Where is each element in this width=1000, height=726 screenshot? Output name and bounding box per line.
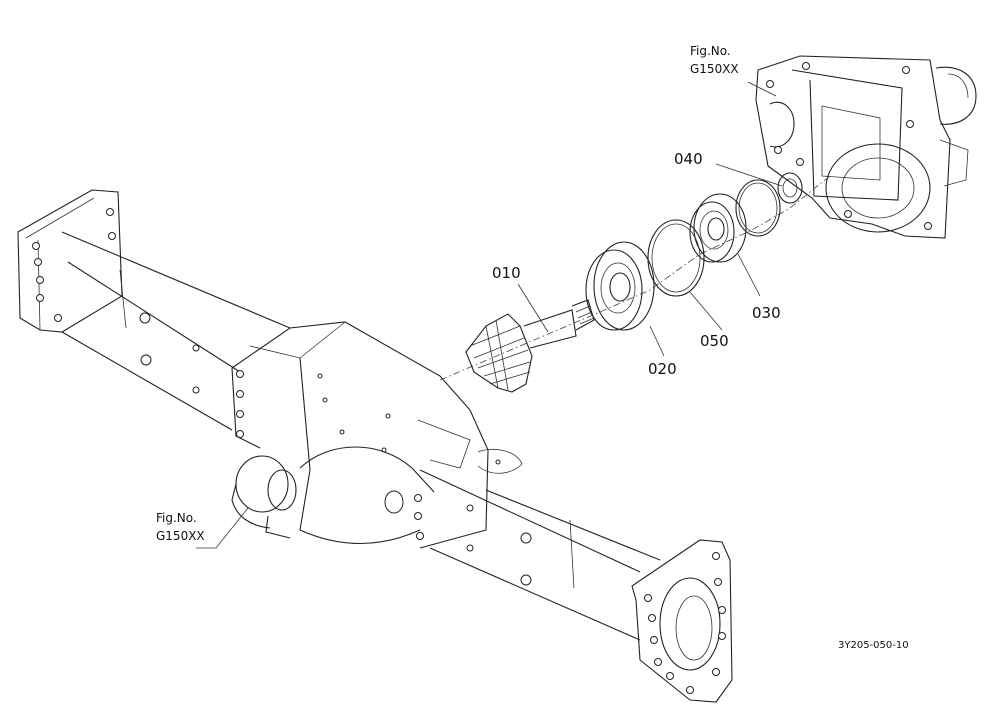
part-label-030: 030: [752, 304, 781, 322]
part-label-010: 010: [492, 264, 521, 282]
fig-ref-top-line2: G150XX: [690, 62, 739, 76]
collar-040: [777, 172, 803, 204]
part-label-040: 040: [674, 150, 703, 168]
ball-bearing-large: [585, 241, 655, 331]
gear-case: [755, 55, 977, 239]
shim-ring-050: [647, 219, 705, 297]
part-label-050: 050: [700, 332, 729, 350]
leader-lines: [196, 81, 783, 549]
bevel-pinion-gear: [465, 299, 595, 393]
assembly-axis-line: [439, 175, 831, 381]
fig-ref-top-line1: Fig.No.: [690, 44, 731, 58]
axle-housing: [17, 189, 733, 703]
fig-ref-bottom-line1: Fig.No.: [156, 511, 197, 525]
part-label-020: 020: [648, 360, 677, 378]
shim-ring-upper: [735, 179, 781, 237]
fig-ref-bottom-line2: G150XX: [156, 529, 205, 543]
ball-bearing-medium: [689, 193, 747, 263]
drawing-code: 3Y205-050-10: [838, 640, 909, 651]
